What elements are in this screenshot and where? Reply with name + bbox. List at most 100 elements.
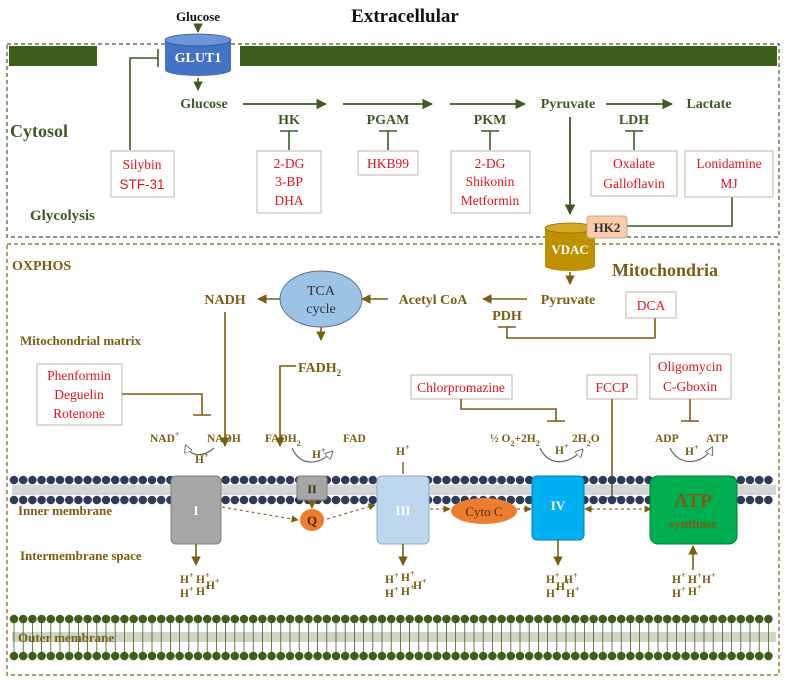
outer-lipid-head <box>589 614 598 624</box>
outer-lipid-head <box>396 651 405 661</box>
dca-inhibition-line <box>498 318 656 339</box>
outer-lipid-head <box>18 651 28 661</box>
inner-lipid-head <box>267 475 276 485</box>
outer-lipid-head <box>727 614 736 624</box>
cytosol-border <box>6 43 780 238</box>
outer-lipid-head <box>451 651 460 661</box>
outer-lipid-head <box>304 614 313 624</box>
inhibitor-c-gboxin: C-Gboxin <box>663 379 717 394</box>
outer-lipid-head <box>442 651 451 661</box>
proton-h: H+ <box>401 569 415 584</box>
outer-lipid-head <box>322 614 332 624</box>
enzyme-pgam: PGAM <box>367 113 410 128</box>
inner-lipid-head <box>340 495 350 505</box>
inner-lipid-head <box>92 475 102 485</box>
complex-ii-curve-arrow <box>291 447 332 463</box>
inhibitor-rotenone: Rotenone <box>53 406 105 421</box>
inner-lipid-head <box>46 475 56 485</box>
outer-lipid-head <box>644 614 654 624</box>
outer-lipid-head <box>598 614 608 624</box>
inner-lipid-head <box>764 475 773 485</box>
inhibitor-metformin: Metformin <box>461 193 520 208</box>
outer-lipid-head <box>37 614 46 624</box>
outer-lipid-head <box>736 651 746 661</box>
outer-lipid-head <box>386 614 396 624</box>
inner-lipid-head <box>331 475 341 485</box>
complex-i-nadh: NADH <box>207 433 241 445</box>
outer-lipid-head <box>230 614 240 624</box>
inner-lipid-head <box>110 475 120 485</box>
outer-lipid-head <box>166 614 175 624</box>
proton-h: H+ <box>180 585 194 600</box>
inner-lipid-head <box>74 495 83 505</box>
complex-i-nad: NAD+ <box>150 430 180 445</box>
atp-synthase: ATP synthase <box>649 475 738 545</box>
acetyl-coa: Acetyl CoA <box>399 293 469 308</box>
inner-lipid-head <box>368 495 378 505</box>
glut1-label: GLUT1 <box>175 51 222 66</box>
electron-flow-paths <box>221 503 652 523</box>
inner-lipid-head <box>350 495 359 505</box>
atp-curve-arrow <box>669 448 712 462</box>
nadh-label: NADH <box>204 293 245 308</box>
inner-lipid-head <box>110 495 120 505</box>
outer-membrane-bilayer <box>9 614 776 661</box>
outer-lipid-head <box>414 614 424 624</box>
atp-synthase-proton: H+ <box>685 443 699 458</box>
proton-h: H+ <box>196 571 210 586</box>
complex-iii-label: III <box>395 503 410 518</box>
outer-lipid-head <box>138 614 148 624</box>
atp-inhibition-line <box>681 399 699 422</box>
outer-lipid-head <box>405 614 414 624</box>
inner-lipid-head <box>764 495 773 505</box>
outer-lipid-head <box>285 651 295 661</box>
inner-lipid-head <box>285 475 295 485</box>
inner-lipid-head <box>626 495 635 505</box>
outer-lipid-head <box>616 651 626 661</box>
ubiquinone-q: Q <box>300 509 324 531</box>
outer-lipid-head <box>156 651 166 661</box>
inner-lipid-head <box>55 475 65 485</box>
complex-i: I <box>170 475 222 545</box>
outer-lipid-head <box>276 614 286 624</box>
outer-lipid-head <box>506 614 516 624</box>
outer-lipid-head <box>230 651 240 661</box>
outer-lipid-head <box>74 651 83 661</box>
outer-lipid-head <box>442 614 451 624</box>
outer-lipid-head <box>368 651 378 661</box>
outer-lipid-head <box>350 651 359 661</box>
inner-lipid-head <box>258 495 267 505</box>
inner-lipid-head <box>442 495 451 505</box>
inner-lipid-head <box>616 475 626 485</box>
outer-lipid-head <box>626 614 635 624</box>
outer-lipid-head <box>662 614 672 624</box>
atp-synthase-label: ATP <box>674 490 713 512</box>
inner-lipid-head <box>607 475 617 485</box>
inner-lipid-head <box>589 475 598 485</box>
proton-h: H+ <box>546 571 560 586</box>
plasma-membrane-right <box>240 46 777 66</box>
outer-lipid-head <box>313 614 322 624</box>
outer-lipid-head <box>552 651 562 661</box>
outer-lipid-head <box>718 614 727 624</box>
outer-lipid-head <box>488 651 497 661</box>
inhibitor-galloflavin: Galloflavin <box>603 176 665 191</box>
outer-lipid-head <box>239 651 249 661</box>
glucose-node: Glucose <box>180 97 227 112</box>
complex-i-curve-arrow <box>186 446 215 456</box>
outer-lipid-head <box>460 614 470 624</box>
proton-h: H+ <box>566 585 580 600</box>
outer-lipid-head <box>708 651 718 661</box>
inner-lipid-head <box>28 475 37 485</box>
outer-lipid-head <box>736 614 746 624</box>
outer-lipid-head <box>570 651 580 661</box>
inner-lipid-head <box>635 495 644 505</box>
outer-lipid-head <box>616 614 626 624</box>
outer-lipid-head <box>147 651 157 661</box>
outer-lipid-head <box>110 651 120 661</box>
inner-lipid-head <box>276 495 286 505</box>
inner-lipid-head <box>432 475 442 485</box>
outer-lipid-head <box>175 614 184 624</box>
inner-lipid-head <box>9 475 19 485</box>
